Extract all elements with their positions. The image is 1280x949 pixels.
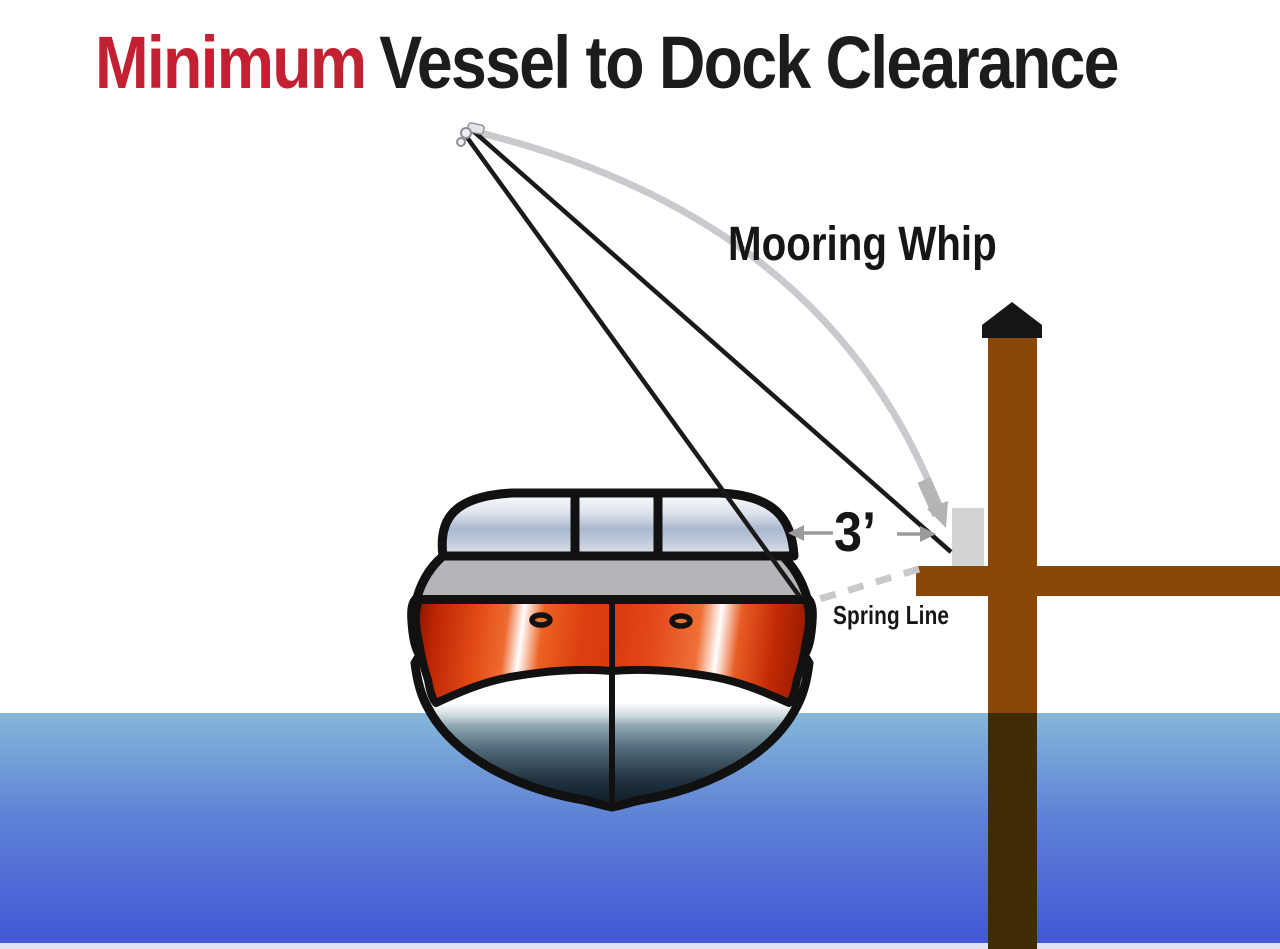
spring-line-rope: [811, 565, 921, 605]
whip-tip-shackle-lower: [456, 137, 466, 147]
dock-piling: [916, 302, 1280, 949]
title-highlight: Minimum: [95, 21, 367, 104]
whip-tip-shackle-upper: [460, 127, 472, 139]
mooring-whip-pole: [467, 126, 948, 528]
boat: [407, 488, 817, 812]
whip-tip-fitting: [466, 122, 485, 135]
title-rest: Vessel to Dock Clearance: [379, 21, 1119, 104]
clearance-distance-label: 3’: [834, 500, 877, 563]
dock-cross-beam: [916, 566, 1280, 596]
mooring-line-to-boat: [464, 134, 802, 599]
spring-line-label: Spring Line: [833, 600, 950, 630]
boat-deck-band: [413, 549, 811, 603]
clearance-arrow-right-head: [920, 526, 936, 542]
mooring-lines: [464, 127, 953, 599]
port-fitting-left: [529, 612, 553, 628]
dock-post-below-water: [988, 713, 1037, 949]
dock-post-above-water: [988, 337, 1037, 713]
mooring-line-to-dock: [469, 127, 953, 554]
port-fitting-right: [669, 613, 693, 629]
mooring-whip-label: Mooring Whip: [728, 218, 997, 271]
whip-tip-hardware: [456, 122, 485, 147]
whip-base-bracket: [952, 508, 984, 566]
water-bottom-strip: [0, 943, 1280, 949]
clearance-arrow-left-head: [788, 525, 804, 541]
whip-pole-arrowhead: [927, 501, 948, 528]
whip-pole-curve: [467, 126, 945, 514]
clearance-arrow: [788, 525, 936, 542]
piling-cap: [982, 302, 1042, 338]
boat-windshield: [437, 488, 799, 561]
